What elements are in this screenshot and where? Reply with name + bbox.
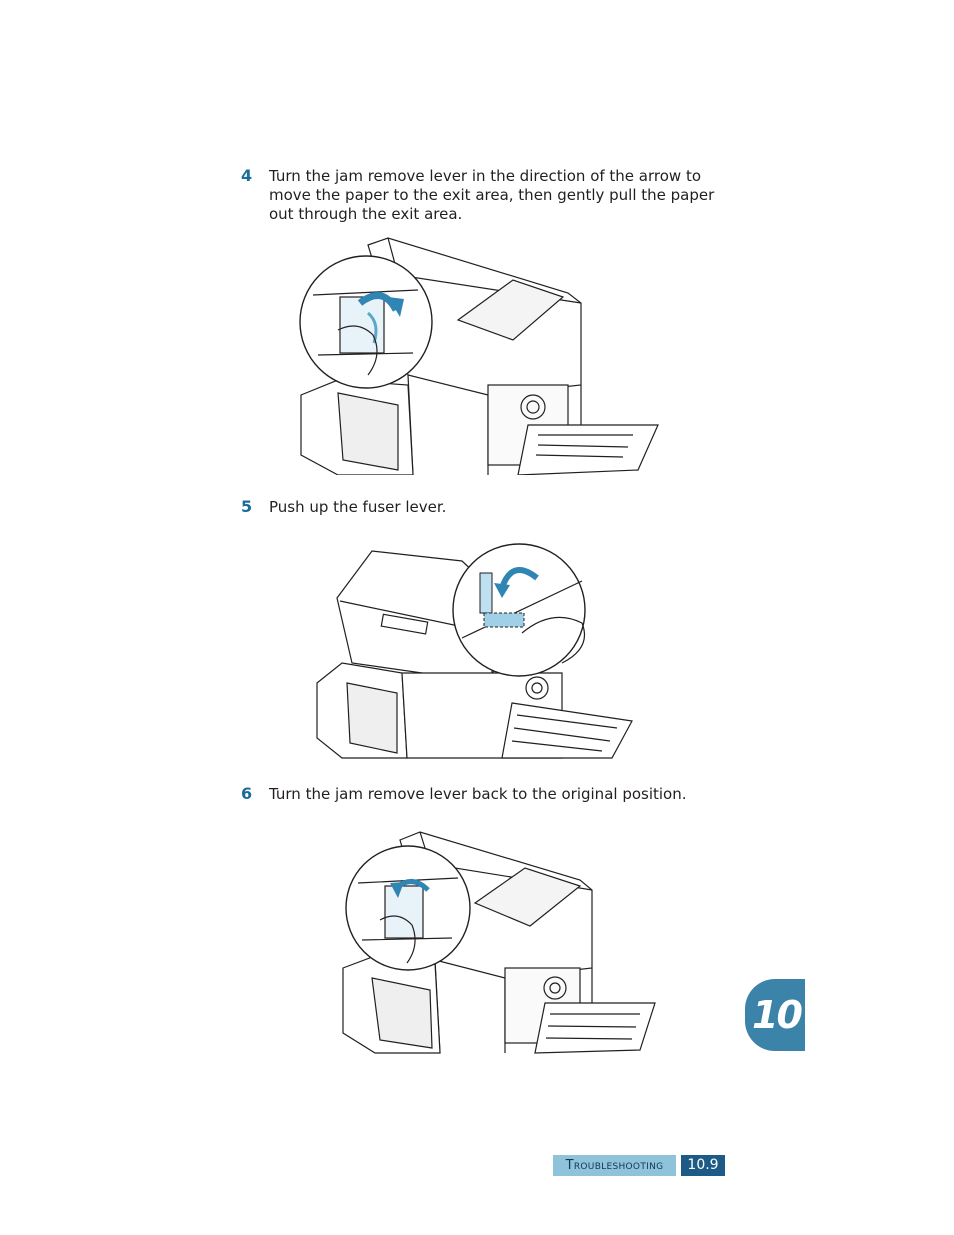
step-text: Turn the jam remove lever in the directi… (269, 167, 715, 223)
chapter-tab: 10 (745, 979, 805, 1051)
footer-page-number: 10.9 (681, 1155, 725, 1176)
chapter-number: 10 (752, 993, 803, 1037)
step-number: 6 (241, 784, 253, 803)
footer-section-title: Troubleshooting (553, 1155, 676, 1176)
jam-lever-return-illustration (340, 828, 660, 1058)
step-text: Turn the jam remove lever back to the or… (269, 785, 687, 803)
fuser-lever-illustration (312, 543, 642, 763)
step-text: Push up the fuser lever. (269, 498, 447, 516)
step-number: 5 (241, 497, 253, 516)
step-number: 4 (241, 166, 253, 185)
jam-lever-turn-illustration (298, 235, 663, 475)
